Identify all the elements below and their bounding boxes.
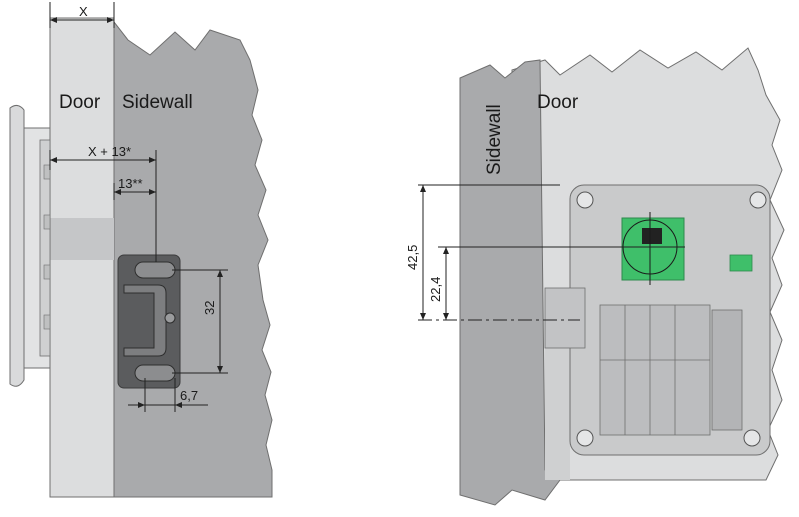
right-plate-screw-tl <box>576 191 594 209</box>
dim-224-label: 22,4 <box>428 277 443 302</box>
right-view: 42,5 22,4 Sidewall Door <box>405 47 785 506</box>
right-sidewall-label: Sidewall <box>484 104 505 175</box>
left-rim-tab <box>43 164 51 180</box>
left-door-band <box>50 218 114 260</box>
left-rim-tab <box>43 214 51 230</box>
right-plate-screw-br <box>743 429 761 447</box>
dim-32-label: 32 <box>202 301 217 315</box>
left-strike-hook <box>123 284 167 357</box>
dim-arrow <box>420 313 426 320</box>
dim-arrow <box>50 157 57 163</box>
dim-67-label: 6,7 <box>180 388 198 403</box>
dim-arrow <box>50 17 57 23</box>
left-rim-tab <box>43 264 51 280</box>
left-strike-slot-top <box>134 261 176 279</box>
right-plate-screw-bl <box>576 429 594 447</box>
dim-arrow <box>138 402 145 408</box>
left-lock-cover <box>9 104 25 387</box>
right-door-label: Door <box>537 92 579 113</box>
right-sensor-chip <box>642 228 662 244</box>
right-inner-block <box>599 304 711 436</box>
left-sidewall-label: Sidewall <box>122 92 193 113</box>
left-lock-rim <box>39 139 51 357</box>
left-door-label: Door <box>59 92 101 113</box>
dim-x-label: X <box>79 4 88 19</box>
dim-arrow <box>217 270 223 277</box>
dim-arrow <box>149 189 156 195</box>
dim-arrow <box>114 189 121 195</box>
left-strike-screw <box>164 312 176 324</box>
dim-arrow <box>175 402 182 408</box>
left-strike-slot-bottom <box>134 364 176 382</box>
dim-arrow <box>107 17 114 23</box>
dim-arrow <box>149 157 156 163</box>
right-side-latch <box>711 309 743 431</box>
dim-arrow <box>443 247 449 254</box>
dim-x13-label: X + 13* <box>88 144 131 159</box>
right-plate-screw-tr <box>749 191 767 209</box>
left-rim-tab <box>43 314 51 330</box>
dim-arrow <box>420 185 426 192</box>
dim-arrow <box>443 313 449 320</box>
dim-arrow <box>217 366 223 373</box>
dim-425-label: 42,5 <box>405 245 420 270</box>
left-view: Door Sidewall X X + 13* 13** 32 <box>9 2 273 498</box>
right-bolt <box>544 287 586 349</box>
dim-13-label: 13** <box>118 176 143 191</box>
right-small-pcb <box>729 254 753 272</box>
